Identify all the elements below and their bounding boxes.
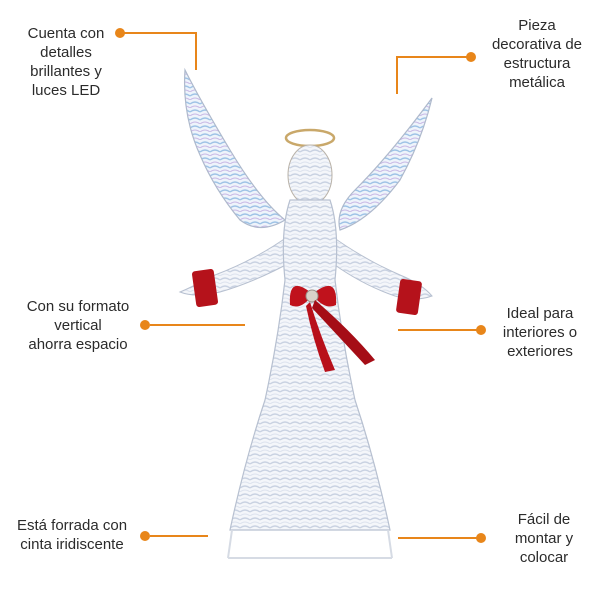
callout-ribbon-dot [140,531,150,541]
callout-metal-line [397,56,467,58]
callout-mount-line [398,537,478,539]
callout-led-vline [195,32,197,70]
angel-figure-image [178,67,433,559]
callout-led-text: Cuenta con detalles brillantes y luces L… [27,25,105,99]
callout-ribbon-text: Está forrada con cinta iridiscente [16,517,128,553]
callout-mount-text: Fácil de montar y colocar [514,511,574,566]
callout-ribbon-line [150,535,208,537]
dress [229,199,391,531]
callout-vertical-line [150,324,245,326]
callout-indoor-dot [476,325,486,335]
left-wing [184,67,287,229]
left-cuff [191,269,219,307]
right-wing [338,97,433,231]
callout-metal-text: Pieza decorativa de estructura metálica [491,17,583,91]
base-frame [227,529,393,559]
callout-led-dot [115,28,125,38]
callout-indoor-text: Ideal para interiores o exteriores [502,305,578,360]
callout-mount-dot [476,533,486,543]
callout-vertical-dot [140,320,150,330]
head [287,144,333,206]
callout-metal-dot [466,52,476,62]
callout-vertical-text: Con su formato vertical ahorra espacio [26,298,130,353]
callout-indoor-line [398,329,478,331]
callout-metal-vline [396,56,398,94]
halo [284,128,336,148]
red-bow [289,285,375,372]
callout-led-line [124,32,197,34]
right-cuff [396,279,422,315]
